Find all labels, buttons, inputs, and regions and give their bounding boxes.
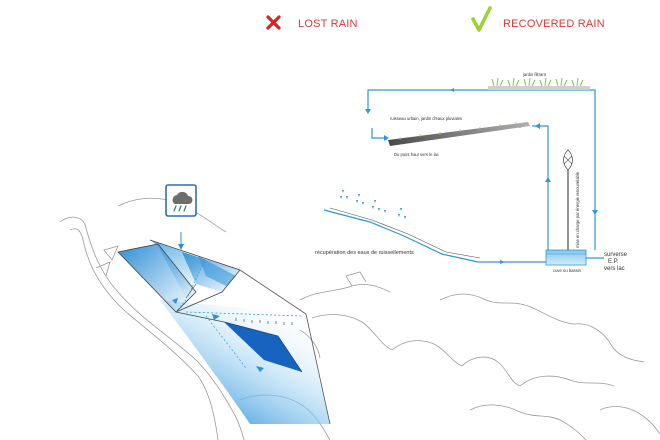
runoff-slope [323,190,548,263]
label-point-haut: Du point haut vers le lac [394,152,439,157]
label-recuperation: récupération des eaux de ruissellements [315,250,414,256]
recovery-loop [365,88,604,264]
label-cuve: cuve ou bassin [553,268,582,273]
label-surverse-1: surverse [604,252,628,258]
red-cross-icon [266,15,281,30]
rain-cloud-icon [165,184,197,217]
urban-stream-slope [388,122,530,146]
legend: LOST RAIN RECOVERED RAIN [266,6,605,32]
label-surverse-2: E.P. [608,259,619,265]
label-mise-en-charge: mise en charge par énergie renouvelable [575,171,580,248]
catchment-panels [117,232,331,425]
green-check-icon [471,6,492,32]
label-surverse-3: vers lac [604,266,625,272]
label-ruisseau: ruisseau urbain, jardin d'eaux pluviales [390,116,462,121]
lost-rain-label: LOST RAIN [298,18,358,30]
retention-basin [545,249,587,266]
coastline-map [59,197,660,440]
filter-garden [488,77,590,90]
label-jardin-filtrant: jardin filtrant [522,72,547,77]
recovered-rain-label: RECOVERED RAIN [503,18,605,30]
wind-turbine-icon [563,149,573,250]
